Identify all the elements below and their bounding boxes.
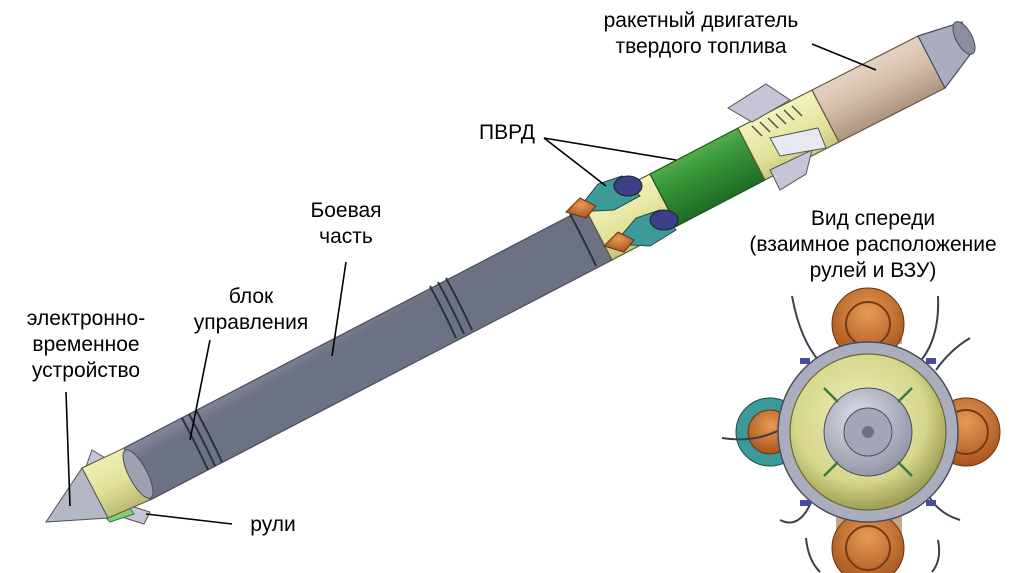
leader-warhead	[331, 261, 347, 357]
adapter-slots	[751, 105, 803, 137]
label-ramjet: ПВРД	[479, 121, 535, 144]
front-fin-tabs	[800, 358, 936, 506]
label-front-view: Вид спереди (взаимное расположение рулей…	[749, 207, 997, 282]
label-control-block: блок управления	[193, 285, 309, 334]
front-intake-top	[831, 287, 905, 361]
leader-lines	[65, 43, 877, 525]
label-warhead: Боевая часть	[310, 199, 382, 248]
label-solid-motor: ракетный двигатель твердого топлива	[603, 9, 799, 58]
rear-fin-side	[769, 127, 827, 157]
ramjet-intake-lower	[603, 209, 679, 253]
leader-fuze	[65, 391, 71, 507]
front-hub-center	[862, 426, 874, 438]
body-rings	[181, 213, 597, 471]
ramjet-intake-upper	[565, 175, 643, 219]
front-intake-bottom	[831, 508, 905, 573]
rear-fin-lower	[769, 149, 813, 191]
nozzle-exit	[952, 21, 976, 55]
missile-side-view	[45, 21, 976, 525]
leader-control-block	[189, 339, 211, 441]
label-fins: рули	[250, 513, 296, 536]
nose-ring	[122, 449, 154, 499]
leader-ramjet-1	[543, 137, 607, 187]
leader-motor	[811, 43, 877, 71]
label-fuze: электронно- временное устройство	[26, 307, 146, 382]
nose-tip	[45, 467, 109, 523]
rear-fin-upper	[727, 83, 791, 123]
main-body-tube	[123, 207, 613, 501]
leader-ramjet-2	[543, 137, 677, 161]
front-fin-pins	[823, 387, 913, 477]
leader-fins	[145, 513, 233, 525]
front-view-drawing	[721, 287, 1001, 573]
